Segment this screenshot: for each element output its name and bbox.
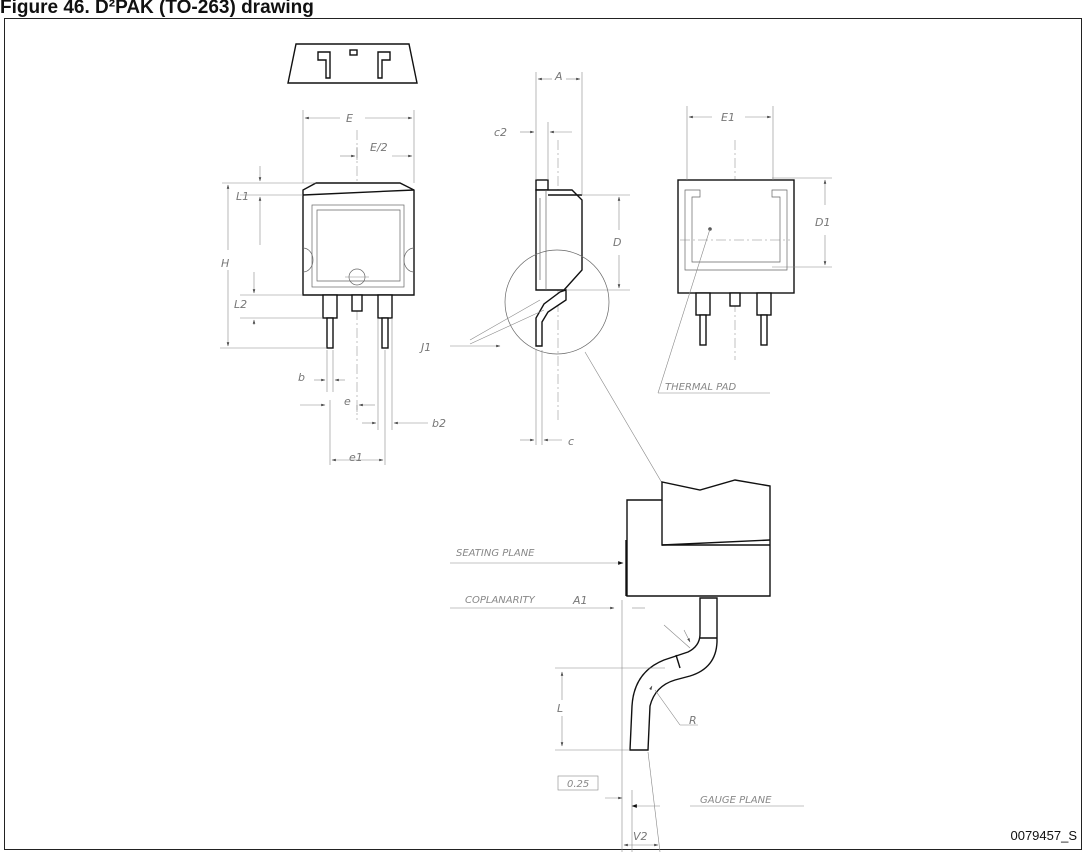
bottom-view-dimensions [657, 106, 832, 394]
dim-label-A1: A1 [572, 594, 588, 607]
front-view [302, 130, 415, 420]
dim-label-E-half: E/2 [370, 141, 388, 154]
detail-view [625, 479, 771, 751]
dim-label-c: c [568, 435, 574, 448]
top-end-view [287, 43, 418, 84]
dim-label-c2: c2 [494, 126, 507, 139]
dim-label-L: L [557, 702, 563, 715]
bottom-view [677, 140, 795, 360]
dim-label-b: b [298, 371, 305, 384]
dim-label-E1: E1 [721, 111, 735, 124]
gauge-value: 0.25 [567, 779, 589, 790]
figure-caption: Figure 46. D²PAK (TO-263) drawing [0, 0, 314, 18]
dim-label-D1: D1 [815, 216, 830, 229]
coplanarity-label: COPLANARITY [465, 595, 536, 606]
dim-label-e1: e1 [349, 451, 363, 464]
dim-label-J1: J1 [419, 341, 431, 354]
dim-label-L2: L2 [234, 298, 247, 311]
seating-plane-label: SEATING PLANE [456, 548, 535, 559]
dim-label-D: D [613, 236, 621, 249]
thermal-pad-label: THERMAL PAD [665, 382, 736, 393]
dim-label-L1: L1 [236, 190, 249, 203]
dim-label-V2: V2 [633, 830, 648, 843]
front-view-dimensions [220, 110, 428, 465]
dim-label-E: E [346, 112, 353, 125]
dim-label-b2: b2 [432, 417, 446, 430]
dim-label-H: H [221, 257, 229, 270]
dim-label-A: A [554, 70, 563, 83]
drawing-frame [4, 18, 1082, 850]
side-view-dimensions [450, 72, 666, 489]
side-view [504, 140, 610, 420]
gauge-plane-label: GAUGE PLANE [700, 795, 772, 806]
dim-label-R: R [689, 714, 697, 727]
detail-view-dimensions [450, 561, 804, 852]
drawing-reference: 0079457_S [1010, 828, 1077, 843]
dim-label-e: e [344, 395, 351, 408]
